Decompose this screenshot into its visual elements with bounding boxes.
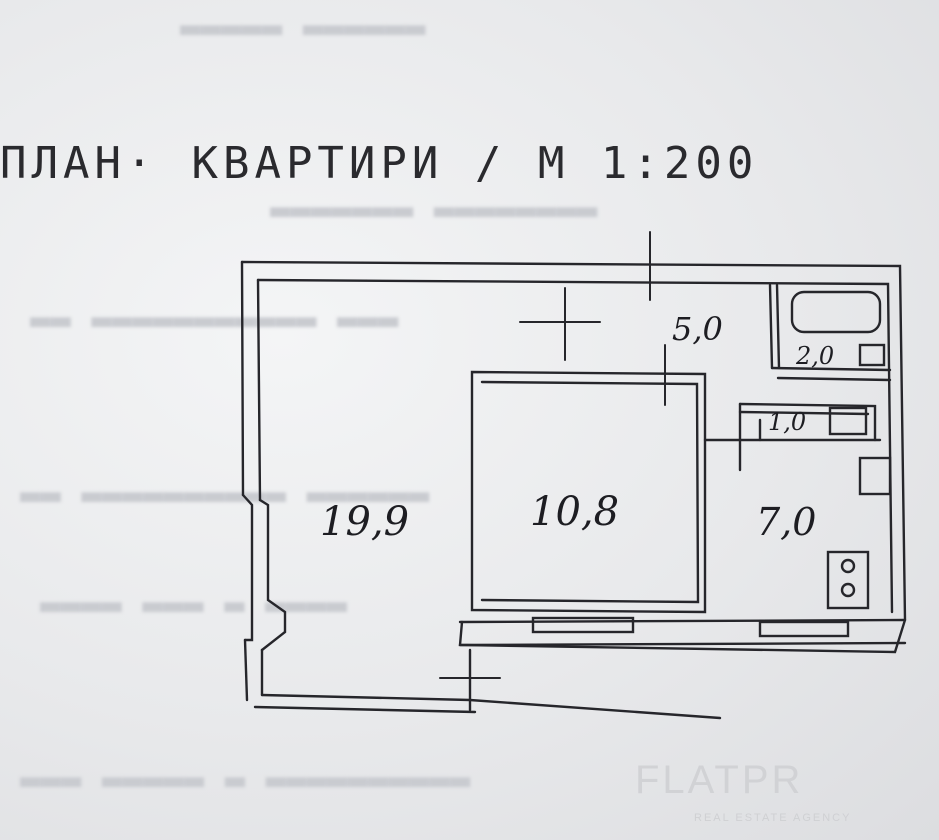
window-kitchen [758,620,850,638]
bleed-through-text: ▬▬▬▬▬▬▬ ▬▬▬▬▬▬▬▬ [270,190,598,230]
interior-wall-bedroom [470,370,707,614]
room-area-living: 19,9 [320,499,409,545]
bleed-through-text: ▬▬▬▬ ▬▬▬ ▬ ▬▬▬▬ [40,585,348,625]
watermark-logo: FLATPR [635,758,804,802]
plan-title: ПЛАН· КВАРТИРИ / М 1:200 [0,138,758,189]
toilet-bowl [828,406,868,436]
dimension-ticks [439,231,666,679]
room-area-bedroom: 10,8 [530,489,619,535]
bottom-wall [458,616,907,647]
bleed-through-text: ▬▬▬ ▬▬▬▬▬ ▬ ▬▬▬▬▬▬▬▬▬▬ [20,760,471,800]
title-label: ПЛАН [0,138,126,189]
room-area-hallway: 5,0 [672,310,723,348]
window-bedroom [531,616,635,634]
kitchen-stove [826,550,870,610]
kitchen-fixtures [826,456,892,610]
title-object: КВАРТИРИ [191,138,444,189]
balcony-door [241,493,287,652]
outer-wall [240,260,907,720]
bathroom-block [703,283,892,472]
title-dot: · [125,138,158,189]
room-area-toilet: 1,0 [768,408,806,436]
bleed-through-text: ▬▬▬▬▬ ▬▬▬▬▬▬ [180,8,426,48]
room-area-bathroom: 2,0 [795,342,834,370]
bathroom-sink [858,343,886,367]
bleed-through-text: ▬▬ ▬▬▬▬▬▬▬▬▬▬ ▬▬▬▬▬▬ [20,475,430,515]
room-area-kitchen: 7,0 [756,500,816,544]
kitchen-sink [858,456,892,496]
bleed-through-text: ▬▬ ▬▬▬▬▬▬▬▬▬▬▬ ▬▬▬ [30,300,399,340]
bathtub [790,290,882,334]
title-scale: / М 1:200 [474,138,759,189]
watermark-tagline: REAL ESTATE AGENCY [694,812,852,824]
